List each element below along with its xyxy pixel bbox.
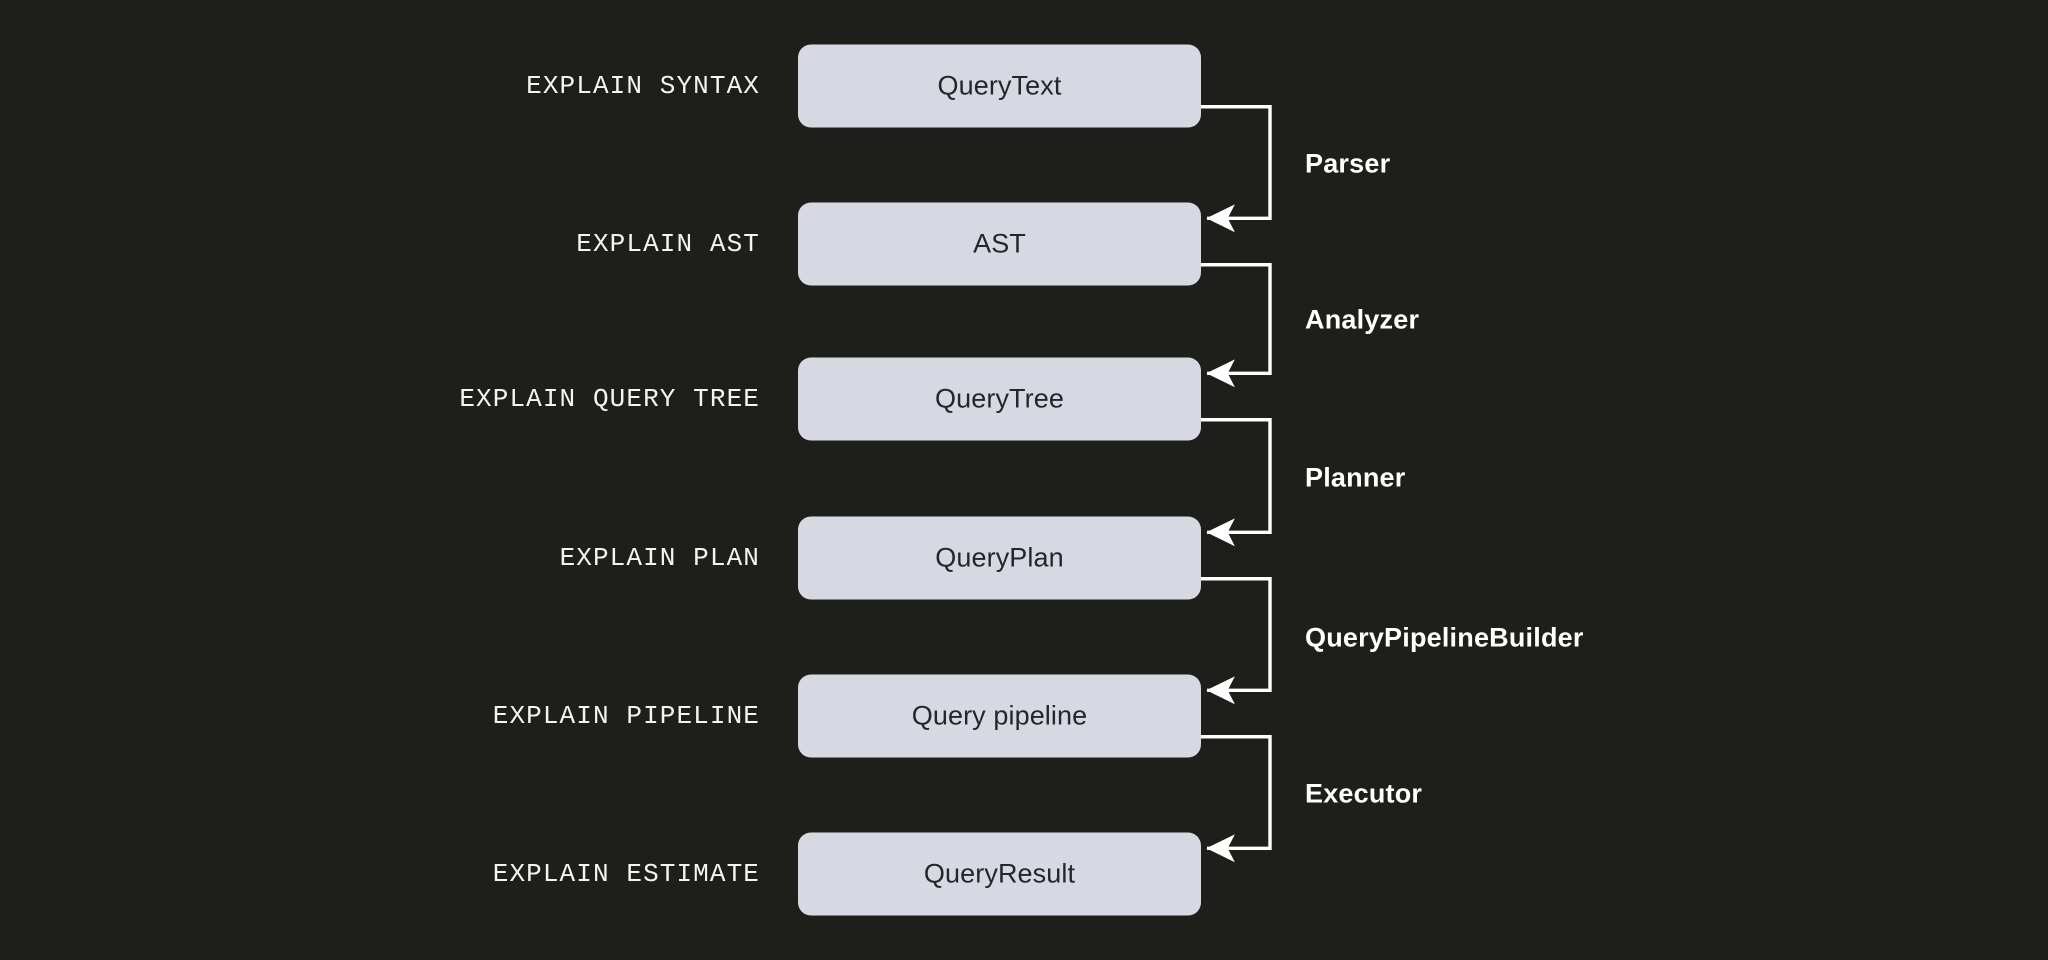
explain-label-2: EXPLAIN QUERY TREE — [459, 384, 760, 414]
component-label-0: Parser — [1305, 148, 1391, 179]
stage-box-3: QueryPlan — [798, 516, 1201, 600]
connector-arrow-0 — [1201, 105, 1272, 233]
stage-box-label-5: QueryResult — [923, 858, 1076, 889]
stage-box-label-1: AST — [973, 228, 1026, 259]
stage-box-1: AST — [798, 202, 1201, 286]
explain-label-3: EXPLAIN PLAN — [559, 543, 760, 573]
connector-arrow-1 — [1201, 263, 1272, 388]
connector-arrow-4 — [1201, 735, 1272, 863]
stage-box-4: Query pipeline — [798, 674, 1201, 758]
explain-label-4: EXPLAIN PIPELINE — [492, 701, 760, 731]
stage-box-label-0: QueryText — [937, 70, 1062, 101]
explain-label-5: EXPLAIN ESTIMATE — [492, 859, 760, 889]
component-label-1: Analyzer — [1305, 304, 1420, 335]
connector-arrow-2 — [1201, 418, 1272, 547]
stage-box-5: QueryResult — [798, 832, 1201, 916]
stage-box-0: QueryText — [798, 44, 1201, 128]
stage-box-label-3: QueryPlan — [935, 542, 1064, 573]
stage-box-label-2: QueryTree — [935, 383, 1064, 414]
explain-label-0: EXPLAIN SYNTAX — [526, 71, 760, 101]
component-label-2: Planner — [1305, 462, 1406, 493]
component-label-4: Executor — [1305, 778, 1423, 809]
explain-label-1: EXPLAIN AST — [576, 229, 760, 259]
connector-arrow-3 — [1201, 577, 1272, 705]
stage-box-label-4: Query pipeline — [911, 700, 1088, 731]
stage-box-2: QueryTree — [798, 357, 1201, 441]
component-label-3: QueryPipelineBuilder — [1305, 622, 1584, 653]
